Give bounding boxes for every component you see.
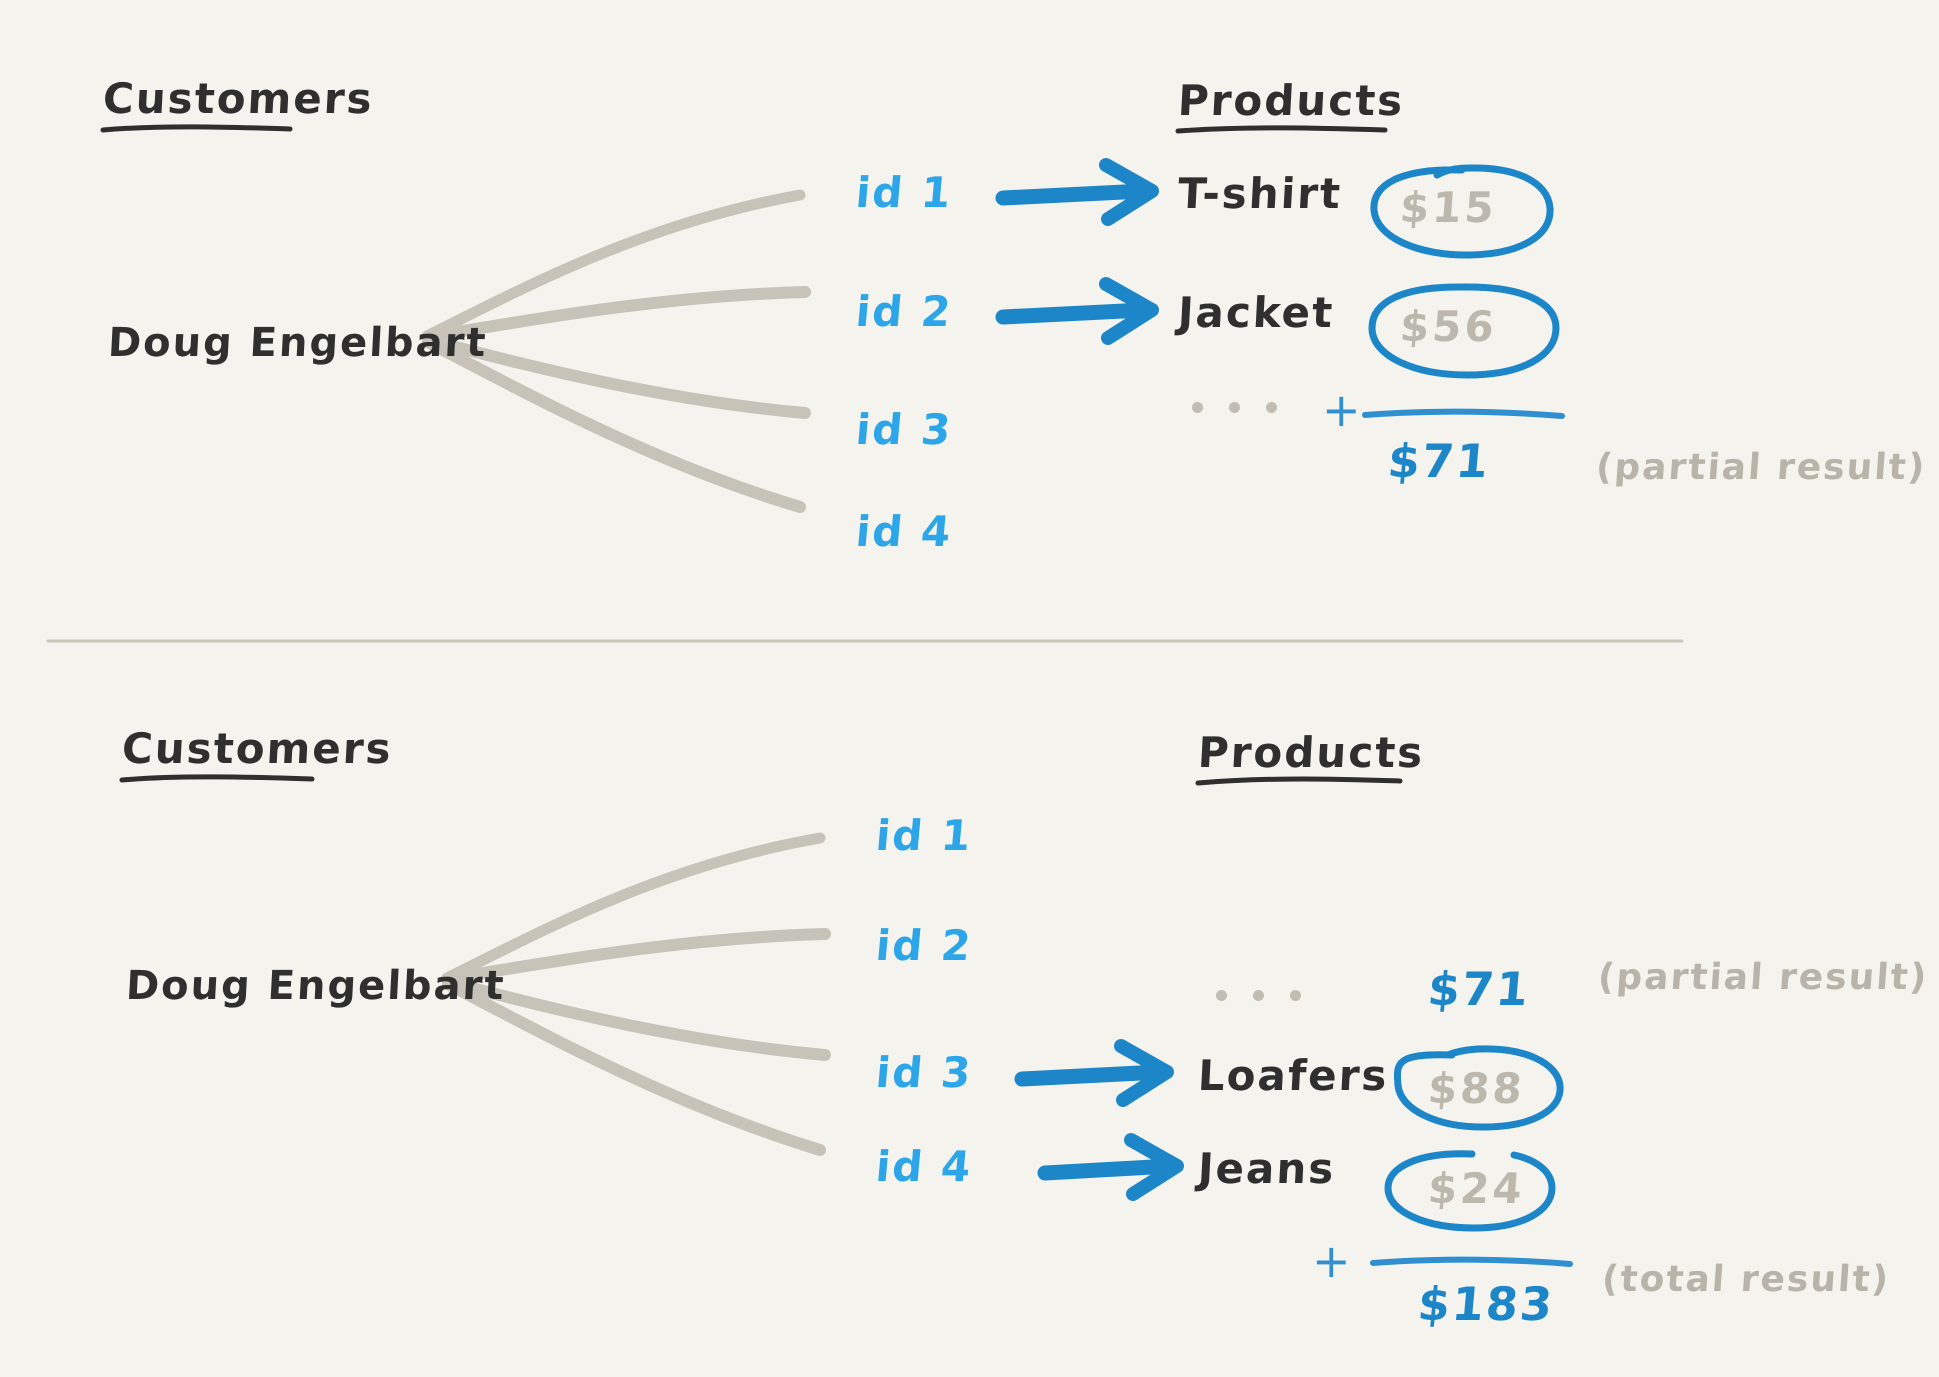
- id-label-bottom-4[interactable]: id 4: [873, 1142, 975, 1191]
- sum-rule-bottom: [1370, 1256, 1573, 1267]
- customer-name-top: Doug Engelbart: [106, 320, 489, 366]
- carried-value-bottom: $71: [1425, 962, 1533, 1016]
- arrow-id4-to-jeans: [1037, 1133, 1184, 1201]
- price-label-24: $24: [1426, 1164, 1527, 1213]
- product-label-tshirt: T-shirt: [1176, 169, 1344, 218]
- customer-name-bottom: Doug Engelbart: [124, 963, 507, 1009]
- products-heading-bottom: Products: [1196, 728, 1426, 777]
- branch-bottom-1: [441, 832, 826, 984]
- products-heading-underline-bottom: [1195, 776, 1403, 786]
- customers-heading-top: Customers: [101, 74, 375, 123]
- sum-value-bottom: $183: [1415, 1277, 1557, 1331]
- price-label-88: $88: [1426, 1064, 1527, 1113]
- customers-heading-bottom: Customers: [120, 724, 394, 773]
- ellipsis-top: [1192, 402, 1277, 413]
- sum-rule-top: [1362, 408, 1565, 419]
- id-label-top-1[interactable]: id 1: [853, 168, 955, 217]
- price-label-15: $15: [1398, 183, 1499, 232]
- id-label-top-3[interactable]: id 3: [853, 405, 955, 454]
- customers-heading-underline-bottom: [119, 774, 315, 783]
- id-label-bottom-1[interactable]: id 1: [873, 811, 975, 860]
- id-label-top-4[interactable]: id 4: [853, 507, 955, 556]
- plus-sign-top: +: [1322, 383, 1361, 437]
- price-label-56: $56: [1398, 302, 1499, 351]
- arrow-id3-to-loafers: [1014, 1039, 1174, 1107]
- ellipsis-bottom: [1216, 990, 1301, 1001]
- plus-sign-bottom: +: [1312, 1234, 1351, 1288]
- products-heading-top: Products: [1176, 76, 1406, 125]
- products-heading-underline-top: [1175, 125, 1388, 134]
- arrow-id2-to-jacket: [995, 277, 1159, 345]
- sum-value-top: $71: [1385, 434, 1493, 488]
- id-label-bottom-3[interactable]: id 3: [873, 1048, 975, 1097]
- branch-top-1: [421, 189, 806, 342]
- carried-note-bottom: (partial result): [1596, 957, 1930, 998]
- product-label-jacket: Jacket: [1176, 288, 1336, 337]
- customers-heading-underline-top: [100, 124, 293, 133]
- product-label-jeans: Jeans: [1196, 1144, 1337, 1193]
- sum-note-top: (partial result): [1594, 447, 1928, 488]
- product-label-loafers: Loafers: [1196, 1051, 1390, 1100]
- sum-note-bottom: (total result): [1600, 1259, 1892, 1300]
- branch-top-4: [422, 336, 806, 513]
- arrow-id1-to-tshirt: [995, 158, 1159, 226]
- id-label-bottom-2[interactable]: id 2: [873, 921, 975, 970]
- id-label-top-2[interactable]: id 2: [853, 287, 955, 336]
